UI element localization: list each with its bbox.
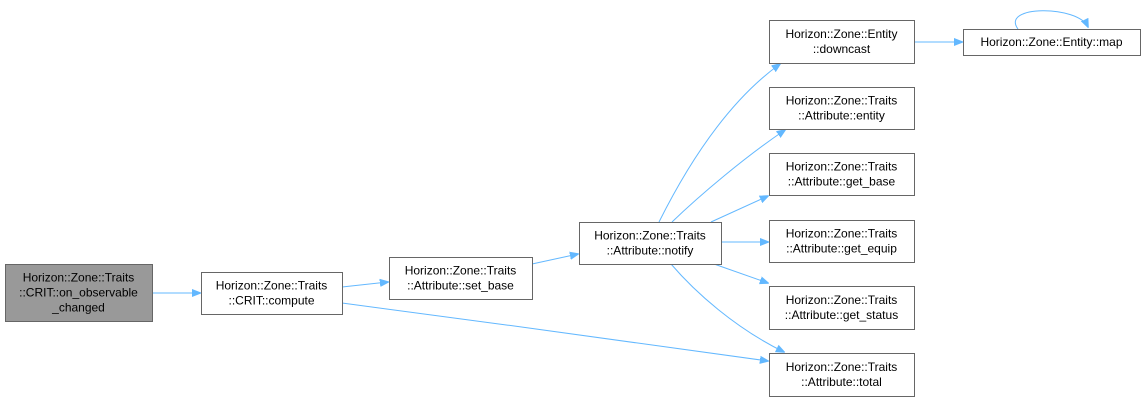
node-box bbox=[5, 264, 153, 322]
node-label-line: Horizon::Zone::Entity bbox=[785, 27, 897, 41]
node-label-line: ::Attribute::notify bbox=[607, 244, 694, 258]
node-box bbox=[201, 272, 343, 315]
edges-layer bbox=[152, 10, 1088, 361]
node-label-line: Horizon::Zone::Traits bbox=[405, 264, 517, 278]
node-crit-compute[interactable]: Horizon::Zone::Traits::CRIT::compute bbox=[201, 272, 343, 315]
node-box bbox=[769, 353, 915, 397]
edge-entity_map-to-entity_map bbox=[1014, 10, 1088, 30]
node-label-line: Horizon::Zone::Traits bbox=[786, 94, 898, 108]
node-label-line: ::Attribute::get_status bbox=[785, 308, 898, 322]
edge-attr_notify-to-attr_total bbox=[670, 263, 784, 352]
node-on-observable-changed[interactable]: Horizon::Zone::Traits::CRIT::on_observab… bbox=[5, 264, 153, 322]
node-label-line: Horizon::Zone::Traits bbox=[216, 279, 328, 293]
node-label-line: Horizon::Zone::Traits bbox=[786, 360, 898, 374]
node-label-line: ::Attribute::entity bbox=[798, 109, 885, 123]
node-box bbox=[769, 87, 915, 130]
node-label-line: ::CRIT::compute bbox=[228, 294, 314, 308]
node-label-line: Horizon::Zone::Traits bbox=[786, 160, 898, 174]
edge-attr_set_base-to-attr_notify bbox=[531, 254, 578, 265]
node-label-line: ::CRIT::on_observable bbox=[19, 286, 138, 300]
node-attr-get-status[interactable]: Horizon::Zone::Traits::Attribute::get_st… bbox=[769, 286, 915, 330]
node-box bbox=[963, 29, 1141, 56]
node-attr-get-equip[interactable]: Horizon::Zone::Traits::Attribute::get_eq… bbox=[769, 220, 915, 263]
node-entity-downcast[interactable]: Horizon::Zone::Entity::downcast bbox=[769, 20, 915, 64]
edge-attr_notify-to-attr_get_status bbox=[713, 263, 768, 283]
edge-crit_compute-to-attr_total bbox=[341, 302, 768, 361]
node-label-line: Horizon::Zone::Traits bbox=[786, 227, 898, 241]
node-box bbox=[389, 257, 533, 300]
node-box bbox=[769, 153, 915, 196]
node-label-line: ::Attribute::get_base bbox=[788, 175, 896, 189]
node-attr-total[interactable]: Horizon::Zone::Traits::Attribute::total bbox=[769, 353, 915, 397]
edge-attr_notify-to-attr_get_base bbox=[710, 196, 768, 223]
edge-attr_notify-to-attr_entity bbox=[671, 130, 785, 223]
node-box bbox=[769, 286, 915, 330]
edge-attr_notify-to-entity_downcast bbox=[658, 64, 780, 223]
node-label-line: ::Attribute::total bbox=[801, 375, 882, 389]
node-label-line: Horizon::Zone::Entity::map bbox=[980, 35, 1122, 49]
node-attr-entity[interactable]: Horizon::Zone::Traits::Attribute::entity bbox=[769, 87, 915, 130]
node-entity-map[interactable]: Horizon::Zone::Entity::map bbox=[963, 29, 1141, 56]
node-label-line: ::Attribute::get_equip bbox=[786, 242, 897, 256]
node-label-line: Horizon::Zone::Traits bbox=[786, 293, 898, 307]
node-attr-set-base[interactable]: Horizon::Zone::Traits::Attribute::set_ba… bbox=[389, 257, 533, 300]
node-label-line: ::downcast bbox=[813, 42, 871, 56]
node-label-line: Horizon::Zone::Traits bbox=[23, 271, 135, 285]
nodes-layer: Horizon::Zone::Traits::CRIT::on_observab… bbox=[5, 20, 1141, 397]
node-label-line: Horizon::Zone::Traits bbox=[594, 229, 706, 243]
node-label-line: _changed bbox=[51, 301, 105, 315]
edge-crit_compute-to-attr_set_base bbox=[341, 282, 388, 288]
node-attr-get-base[interactable]: Horizon::Zone::Traits::Attribute::get_ba… bbox=[769, 153, 915, 196]
node-label-line: ::Attribute::set_base bbox=[407, 279, 514, 293]
node-box bbox=[769, 220, 915, 263]
node-box bbox=[769, 20, 915, 64]
node-attr-notify[interactable]: Horizon::Zone::Traits::Attribute::notify bbox=[579, 222, 722, 265]
node-box bbox=[579, 222, 722, 265]
